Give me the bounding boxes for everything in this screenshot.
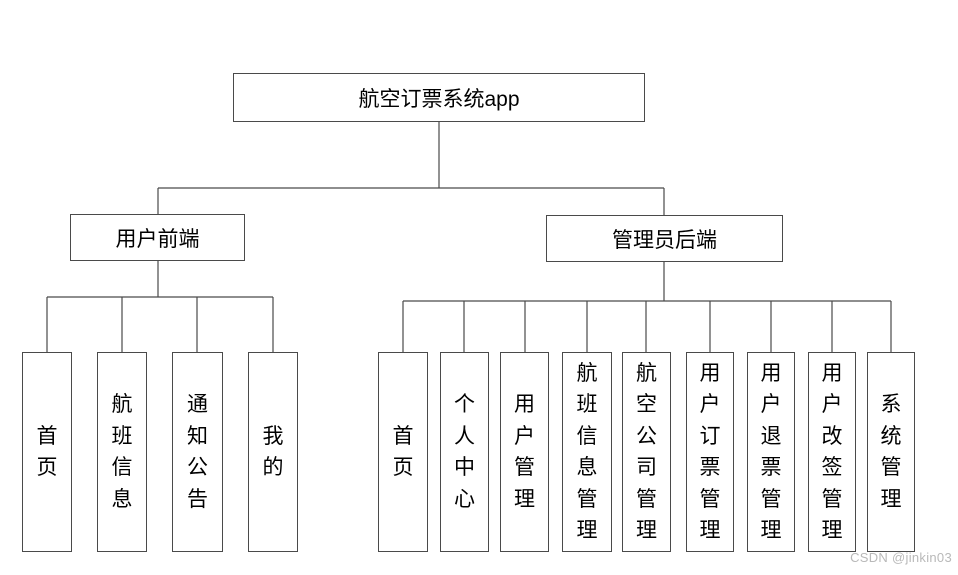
leaf-node-airline-company-management: 航空公司管理 [622, 352, 671, 552]
leaf-node-personal-center: 个人中心 [440, 352, 489, 552]
leaf-label-flight-info-management: 航班信息管理 [576, 361, 598, 543]
leaf-node-admin-home: 首页 [378, 352, 428, 552]
leaf-node-system-management: 系统管理 [867, 352, 915, 552]
csdn-watermark: CSDN @jinkin03 [850, 550, 952, 565]
leaf-label-user-booking-management: 用户订票管理 [699, 361, 721, 543]
leaf-node-flight-info: 航班信息 [97, 352, 147, 552]
leaf-label-notice-announcement: 通知公告 [187, 393, 208, 511]
branch-node-admin-backend: 管理员后端 [546, 215, 783, 262]
branch-node-user-frontend: 用户前端 [70, 214, 245, 261]
leaf-node-flight-info-management: 航班信息管理 [562, 352, 612, 552]
leaf-node-user-refund-management: 用户退票管理 [747, 352, 795, 552]
leaf-label-admin-home: 首页 [392, 424, 414, 480]
leaf-label-user-rebooking-management: 用户改签管理 [821, 361, 843, 543]
leaf-label-user-management: 用户管理 [514, 393, 535, 511]
leaf-label-flight-info: 航班信息 [111, 393, 133, 511]
leaf-label-user-home: 首页 [36, 424, 58, 480]
leaf-label-airline-company-management: 航空公司管理 [636, 361, 657, 543]
leaf-label-system-management: 系统管理 [880, 393, 902, 511]
leaf-node-mine: 我的 [248, 352, 298, 552]
leaf-node-user-rebooking-management: 用户改签管理 [808, 352, 856, 552]
branch-label-user-frontend: 用户前端 [115, 227, 200, 251]
branch-label-admin-backend: 管理员后端 [612, 228, 717, 252]
leaf-label-mine: 我的 [262, 424, 284, 480]
leaf-node-notice-announcement: 通知公告 [172, 352, 223, 552]
root-node-app: 航空订票系统app [233, 73, 645, 122]
root-node-label: 航空订票系统app [358, 87, 520, 111]
leaf-node-user-booking-management: 用户订票管理 [686, 352, 734, 552]
leaf-node-user-management: 用户管理 [500, 352, 549, 552]
leaf-label-user-refund-management: 用户退票管理 [760, 361, 782, 543]
leaf-node-user-home: 首页 [22, 352, 72, 552]
leaf-label-personal-center: 个人中心 [454, 393, 475, 511]
